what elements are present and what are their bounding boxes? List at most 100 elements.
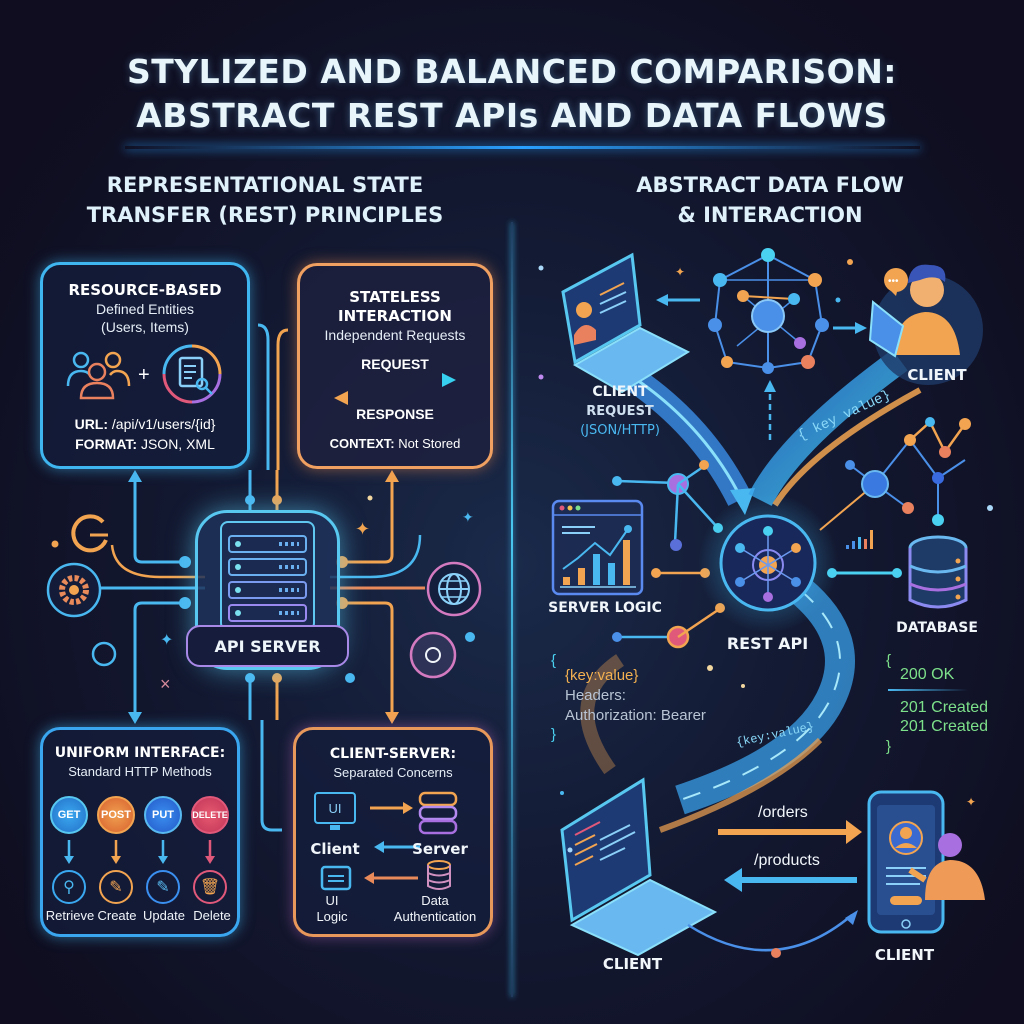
server-logic-label: SERVER LOGIC [548,600,662,616]
svg-text:•••: ••• [888,276,899,287]
magnifier-icon: ⚲ [52,870,86,904]
uniform-interface-heading: UNIFORM INTERFACE: [54,745,226,761]
globe-icon [426,561,482,617]
orders-endpoint[interactable]: /orders [758,804,808,821]
status-divider [888,689,968,691]
request-label: REQUEST [361,356,429,372]
pencil-icon: ✎ [99,870,133,904]
put-method-badge[interactable]: PUT [144,796,182,834]
stateless-interaction-card: STATELESS INTERACTION Independent Reques… [297,263,493,469]
client-laptop-bottom-icon [560,777,718,957]
url-value: /api/v1/users/{id} [111,416,216,432]
stateless-heading-1: STATELESS [349,288,441,306]
retrieve-label: Retrieve [45,908,95,923]
get-method-badge[interactable]: GET [50,796,88,834]
client-request-label: CLIENT REQUEST (JSON/HTTP) [580,383,660,440]
sparkle-icon: ✦ [355,519,370,539]
left-title-line-1: REPRESENTATIONAL STATE [106,173,424,197]
status-200-ok: 200 OK [900,666,955,683]
left-section-title: REPRESENTATIONAL STATE TRANSFER (REST) P… [40,170,490,230]
svg-text:✦: ✦ [160,632,173,649]
client-laptop-top-icon [561,252,691,394]
right-section-title: ABSTRACT DATA FLOW & INTERACTION [560,170,980,230]
payload-close-brace: } [551,726,557,743]
client-person-top-icon: ••• [868,264,983,385]
status-close-brace: } [886,738,892,755]
payload-authorization: Authorization: Bearer [565,707,706,724]
stateless-subtitle: Independent Requests [324,327,466,343]
server-label: Server [412,840,468,858]
gear-icon [46,562,102,618]
delete-method-badge[interactable]: DELETE [191,796,229,834]
create-label: Create [97,908,137,923]
ui-monitor-icon: UI [314,792,356,824]
update-label: Update [143,908,185,923]
post-method-badge[interactable]: POST [97,796,135,834]
context-label: CONTEXT: [329,436,395,451]
left-title-line-2: TRANSFER (REST) PRINCIPLES [86,203,444,227]
svg-text:✦: ✦ [966,795,976,809]
plus-sign: + [138,364,150,386]
server-logic-chart-icon [551,499,644,596]
delete-label: Delete [193,908,231,923]
arrow-right-icon [332,373,458,405]
api-server-label: API SERVER [186,625,349,667]
node-circle-icon [91,641,117,667]
server-rack-icon [220,521,315,631]
title-divider [125,146,920,149]
format-value: JSON, XML [140,436,215,452]
title-line-2: ABSTRACT REST APIs AND DATA FLOWS [136,96,888,135]
client-request-line-3: (JSON/HTTP) [580,423,660,438]
main-title: STYLIZED AND BALANCED COMPARISON: ABSTRA… [0,50,1024,138]
client-server-subtitle: Separated Concerns [333,765,453,780]
database-icon [908,535,968,609]
trash-icon: 🗑 [193,870,227,904]
status-open-brace: { [886,652,892,669]
client-server-arrows [320,791,458,891]
client-server-heading: CLIENT-SERVER: [329,746,457,762]
data-auth-line-2: Authentication [393,909,477,924]
response-label: RESPONSE [356,406,434,422]
products-endpoint[interactable]: /products [754,852,820,869]
users-icon [66,351,131,400]
ui-logic-line-2: Logic [316,909,348,924]
document-search-icon [162,344,222,404]
refresh-icon [71,514,108,553]
client-label: Client [310,840,360,858]
client-server-card: CLIENT-SERVER: Separated Concerns [293,727,493,937]
format-line: FORMAT: JSON, XML [43,434,247,454]
resource-icons-row: + [43,336,247,414]
resource-based-card: RESOURCE-BASED Defined Entities (Users, … [40,262,250,469]
data-auth-label: Data Authentication [385,893,485,925]
payload-key-value: {key:value} [565,667,639,684]
stateless-heading-2: INTERACTION [338,307,452,325]
monitor-stand [330,825,340,830]
client-request-line-2: REQUEST [586,404,654,419]
client-phone-label: CLIENT [874,946,935,964]
bar-chart-mini-icon [846,530,873,549]
svg-text:✦: ✦ [462,509,474,525]
right-title-line-2: & INTERACTION [677,203,863,227]
rest-api-hub-icon [719,514,817,612]
network-graph-icon [708,248,829,374]
api-server-node: API SERVER [186,510,349,670]
format-label: FORMAT: [75,436,138,452]
data-auth-line-1: Data [421,893,449,908]
right-title-line-1: ABSTRACT DATA FLOW [636,173,904,197]
resource-based-subtitle-1: Defined Entities [95,301,195,317]
payload-headers: Headers: [565,687,626,704]
payload-open-brace: { [551,652,557,669]
ui-logic-line-1: UI [325,893,339,908]
request-response-arrows [300,372,490,406]
svg-text:×: × [160,674,171,694]
title-line-1: STYLIZED AND BALANCED COMPARISON: [126,52,898,91]
status-201-created-2: 201 Created [900,718,989,735]
client-top-label: CLIENT [907,366,967,384]
client-phone-icon [867,790,985,934]
ui-logic-label: UI Logic [312,893,352,925]
disc-icon [409,631,457,679]
client-request-line-1: CLIENT [592,384,648,400]
rest-api-label: REST API [726,634,809,653]
